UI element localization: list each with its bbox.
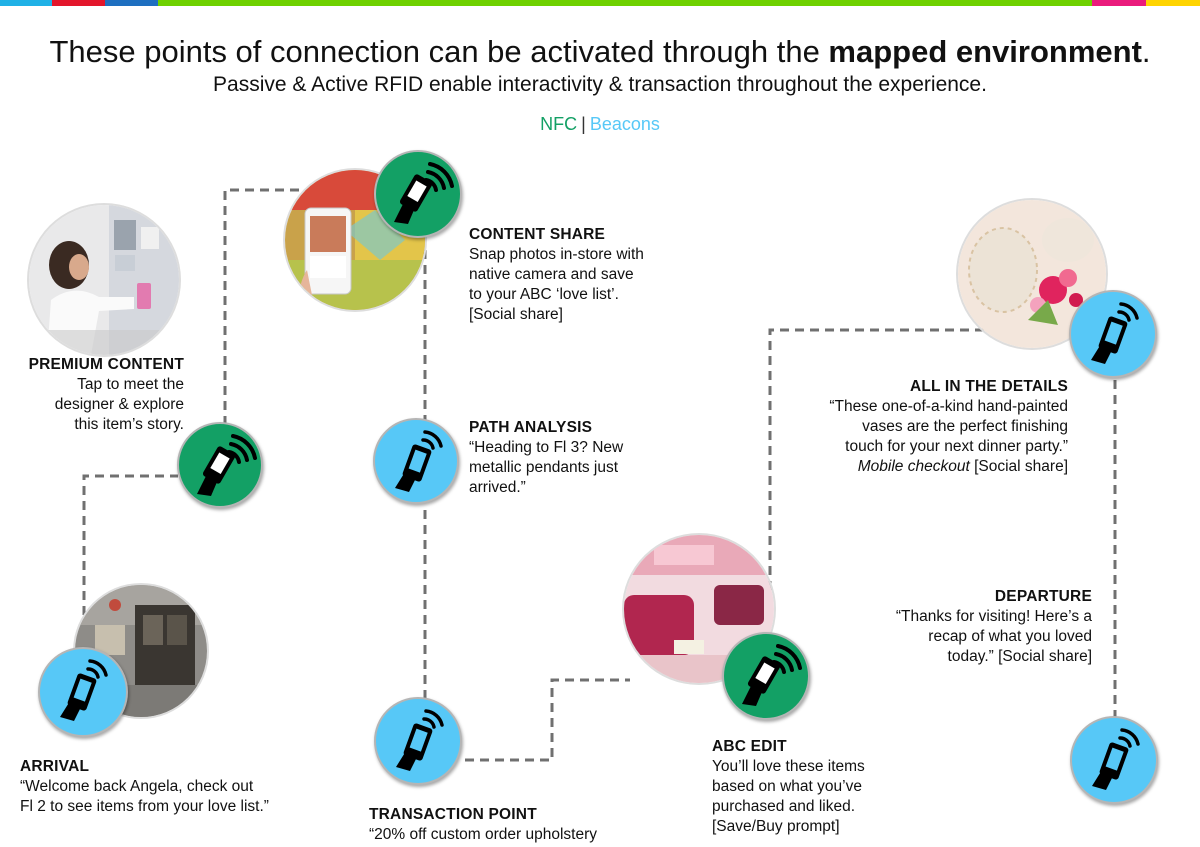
path-transaction-to-edit — [465, 678, 630, 762]
transaction-point-block: TRANSACTION POINT “20% off custom order … — [369, 805, 597, 845]
color-bar-segment — [0, 0, 52, 6]
abc-edit-block: ABC EDIT You’ll love these items based o… — [712, 737, 865, 837]
content-share-heading: CONTENT SHARE — [469, 226, 606, 243]
all-in-details-line: vases are the perfect finishing — [862, 418, 1068, 435]
premium-content-line: this item’s story. — [74, 416, 184, 433]
abc-edit-line: [Save/Buy prompt] — [712, 818, 840, 835]
title-bold: mapped environment — [828, 34, 1142, 69]
premium-content-nfc-badge — [177, 422, 263, 508]
tap-phone-icon — [742, 644, 802, 706]
all-in-details-heading: ALL IN THE DETAILS — [909, 378, 1068, 395]
content-share-line: [Social share] — [469, 306, 563, 323]
tap-phone-icon — [394, 162, 454, 224]
page-title: These points of connection can be activa… — [0, 34, 1200, 70]
premium-content-photo — [29, 205, 179, 355]
legend-beacons: Beacons — [589, 114, 660, 134]
path-arrival-to-premium — [82, 474, 178, 690]
all-in-details-block: ALL IN THE DETAILS “These one-of-a-kind … — [829, 377, 1068, 477]
departure-line: “Thanks for visiting! Here’s a — [895, 608, 1092, 625]
premium-content-block: PREMIUM CONTENT Tap to meet the designer… — [29, 355, 184, 435]
color-bar-segment — [158, 0, 1092, 6]
path-analysis-heading: PATH ANALYSIS — [469, 419, 593, 436]
arrival-heading: ARRIVAL — [20, 758, 90, 775]
abc-edit-heading: ABC EDIT — [712, 738, 787, 755]
path-edit-to-details — [768, 328, 1070, 590]
transaction-beacon-badge — [374, 697, 462, 785]
path-analysis-beacon-badge — [373, 418, 459, 504]
departure-block: DEPARTURE “Thanks for visiting! Here’s a… — [896, 587, 1092, 667]
legend: NFC|Beacons — [0, 113, 1200, 135]
all-in-details-line: touch for your next dinner party.” — [845, 438, 1068, 455]
path-premium-to-share — [223, 188, 335, 425]
beacon-phone-icon — [1092, 728, 1140, 790]
arrival-line: “Welcome back Angela, check out — [20, 778, 254, 795]
path-analysis-line: arrived.” — [469, 479, 526, 496]
all-in-details-line: Mobile checkout [Social share] — [829, 457, 1068, 477]
tap-phone-icon — [197, 434, 257, 496]
color-bar-segment — [52, 0, 105, 6]
page-subtitle: Passive & Active RFID enable interactivi… — [213, 73, 987, 96]
content-share-nfc-badge — [374, 150, 462, 238]
abc-edit-nfc-badge — [722, 632, 810, 720]
title-lead: These points of connection can be activa… — [49, 34, 829, 69]
arrival-beacon-badge — [38, 647, 128, 737]
social-share-text: [Social share] — [969, 458, 1068, 475]
content-share-line: to your ABC ‘love list’. — [469, 286, 619, 303]
title-tail: . — [1141, 34, 1151, 69]
mobile-checkout-text: Mobile checkout — [857, 458, 970, 475]
arrival-block: ARRIVAL “Welcome back Angela, check out … — [20, 757, 269, 817]
transaction-point-heading: TRANSACTION POINT — [369, 806, 537, 823]
arrival-line: Fl 2 to see items from your love list.” — [20, 798, 269, 815]
premium-content-line: Tap to meet the — [77, 376, 184, 393]
all-in-details-beacon-badge — [1069, 290, 1157, 378]
content-share-line: Snap photos in-store with — [469, 246, 644, 263]
premium-content-line: designer & explore — [54, 396, 184, 413]
abc-edit-line: purchased and liked. — [712, 798, 856, 815]
color-bar-segment — [105, 0, 158, 6]
departure-line: recap of what you loved — [928, 628, 1092, 645]
beacon-phone-icon — [395, 430, 443, 492]
beacon-phone-icon — [396, 709, 444, 771]
beacon-phone-icon — [1091, 302, 1139, 364]
abc-edit-line: based on what you’ve — [712, 778, 862, 795]
all-in-details-line: “These one-of-a-kind hand-painted — [829, 398, 1068, 415]
top-color-bar — [0, 0, 1200, 6]
color-bar-segment — [1146, 0, 1200, 6]
content-share-line: native camera and save — [469, 266, 634, 283]
departure-heading: DEPARTURE — [994, 588, 1092, 605]
departure-beacon-badge — [1070, 716, 1158, 804]
path-analysis-line: “Heading to Fl 3? New — [469, 439, 624, 456]
premium-content-heading: PREMIUM CONTENT — [28, 356, 184, 373]
legend-nfc: NFC — [540, 114, 578, 134]
path-analysis-line: metallic pendants just — [469, 459, 619, 476]
legend-separator: | — [581, 114, 586, 134]
path-analysis-block: PATH ANALYSIS “Heading to Fl 3? New meta… — [469, 418, 623, 498]
color-bar-segment — [1092, 0, 1146, 6]
transaction-point-line: “20% off custom order upholstery — [369, 826, 598, 843]
departure-line: today.” [Social share] — [947, 648, 1092, 665]
abc-edit-line: You’ll love these items — [712, 758, 865, 775]
content-share-block: CONTENT SHARE Snap photos in-store with … — [469, 225, 644, 325]
beacon-phone-icon — [60, 659, 108, 721]
